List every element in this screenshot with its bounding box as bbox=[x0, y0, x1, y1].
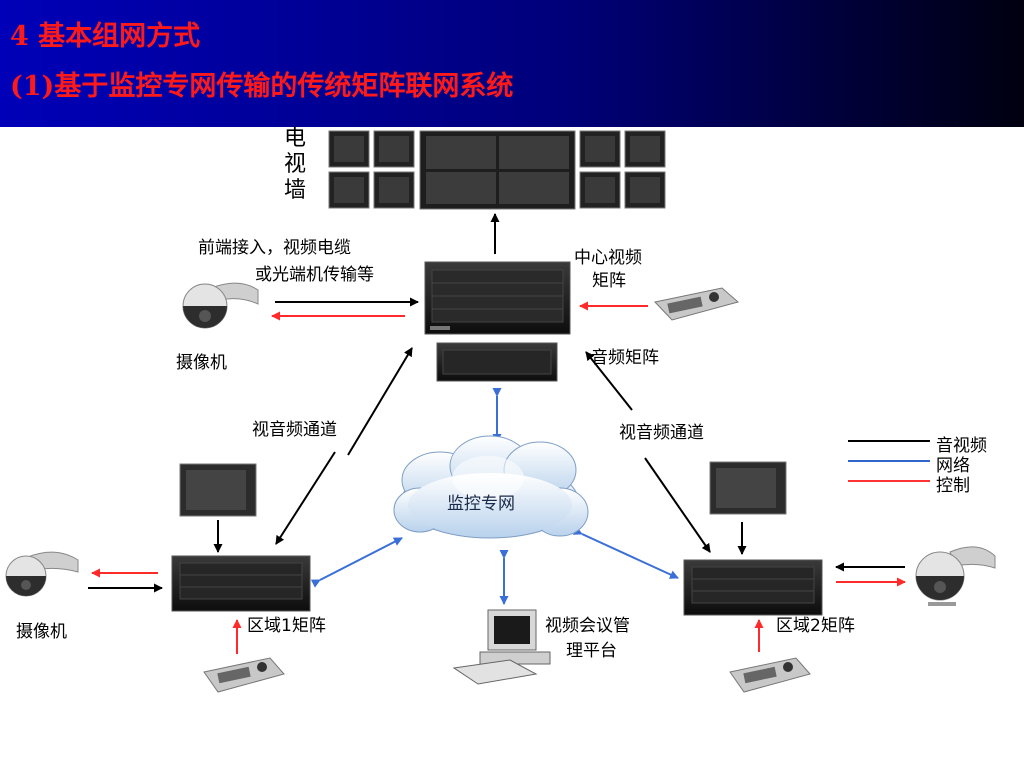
control-keyboard-region1-icon bbox=[203, 657, 285, 693]
title-banner: 4 基本组网方式 (1)基于监控专网传输的传统矩阵联网系统 bbox=[0, 0, 1024, 127]
region1-label: 区域1矩阵 bbox=[247, 616, 326, 636]
video-wall-label: 电视墙 bbox=[283, 126, 306, 203]
region2-monitor bbox=[709, 461, 787, 515]
camera-top-icon bbox=[182, 282, 259, 329]
center-matrix-label-2: 矩阵 bbox=[592, 271, 626, 291]
front-end-access-label-1: 前端接入，视频电缆 bbox=[198, 238, 351, 258]
control-keyboard-region2-icon bbox=[729, 657, 811, 693]
center-video-matrix bbox=[424, 261, 571, 335]
control-keyboard-top-icon bbox=[654, 287, 740, 321]
av-channel-right-down bbox=[644, 457, 711, 553]
region1-matrix bbox=[171, 555, 311, 612]
legend bbox=[848, 440, 930, 482]
av-channel-right-up bbox=[585, 351, 633, 411]
region1-monitor bbox=[179, 463, 257, 517]
camera-left-label: 摄像机 bbox=[16, 622, 67, 642]
legend-label-av: 音视频 bbox=[936, 436, 987, 456]
vc-platform-label-1: 视频会议管 bbox=[545, 616, 630, 636]
legend-label-network: 网络 bbox=[936, 456, 970, 476]
av-channel-left-up bbox=[347, 347, 413, 456]
camera-left-icon bbox=[5, 551, 79, 597]
region2-label: 区域2矩阵 bbox=[776, 616, 855, 636]
camera-right-icon bbox=[915, 546, 996, 606]
region2-matrix bbox=[683, 559, 823, 616]
center-matrix-label-1: 中心视频 bbox=[574, 248, 642, 268]
av-channel-right-label: 视音频通道 bbox=[619, 423, 704, 443]
audio-matrix-label: 音频矩阵 bbox=[591, 348, 659, 368]
video-wall bbox=[328, 130, 666, 210]
camera-top-label: 摄像机 bbox=[176, 353, 227, 373]
network-link-region1 bbox=[310, 537, 403, 588]
legend-label-control: 控制 bbox=[936, 476, 970, 496]
network-link-region2 bbox=[572, 526, 679, 579]
cloud-network-icon bbox=[393, 435, 589, 539]
slide-title: 4 基本组网方式 bbox=[10, 21, 201, 52]
slide-subtitle: (1)基于监控专网传输的传统矩阵联网系统 bbox=[10, 71, 514, 102]
front-end-access-label-2: 或光端机传输等 bbox=[255, 265, 374, 285]
computer-terminal-icon bbox=[452, 609, 551, 685]
av-channel-left-label: 视音频通道 bbox=[252, 420, 337, 440]
audio-matrix bbox=[436, 342, 558, 382]
cloud-label: 监控专网 bbox=[447, 494, 515, 514]
vc-platform-label-2: 理平台 bbox=[566, 641, 617, 661]
av-channel-left-down bbox=[275, 451, 336, 545]
